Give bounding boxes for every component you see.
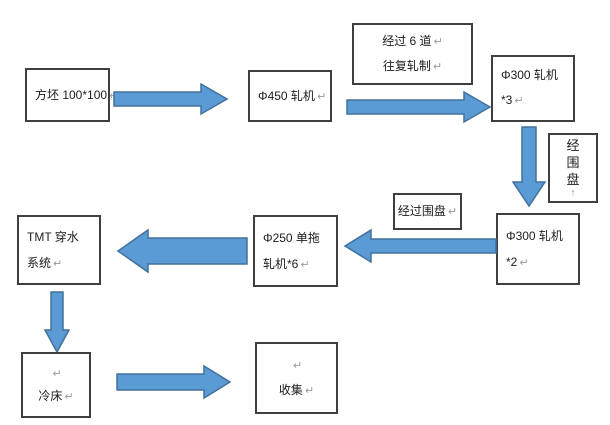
node-mill450-text: Φ450 轧机 xyxy=(258,88,315,103)
node-billet-label: 方坯 100*100↵ xyxy=(35,83,118,108)
note-via-coil-text: 经过围盘 xyxy=(397,204,446,218)
arrow-shape xyxy=(116,364,232,400)
node-mill250[interactable]: Φ250 单拖 轧机*6↵ xyxy=(253,215,338,287)
node-cooling-bed-text: 冷床 xyxy=(38,389,63,403)
node-collect-text: 收集 xyxy=(278,383,303,397)
paragraph-mark: ↵ xyxy=(52,368,62,380)
node-tmt-text2: 系统 xyxy=(27,255,52,270)
node-mill300x3[interactable]: Φ300 轧机 *3↵ xyxy=(491,55,575,122)
note-via-coil-vertical[interactable]: 经围盘 ↑ xyxy=(548,133,598,203)
node-mill300x3-line2: *3↵ xyxy=(501,88,524,114)
arrow-mill300x3-to-mill300x2[interactable] xyxy=(511,126,547,208)
arrow-shape xyxy=(116,228,248,274)
node-mill250-line2: 轧机*6↵ xyxy=(263,251,310,278)
paragraph-mark: ↵ xyxy=(304,385,315,397)
node-mill450[interactable]: Φ450 轧机↵ xyxy=(248,70,332,122)
note-passes[interactable]: 经过 6 道↵ 往复轧制↵ xyxy=(352,23,473,85)
node-cooling-bed-label: 冷床↵ xyxy=(38,385,73,408)
arrow-shape xyxy=(346,90,492,124)
node-mill250-text1: Φ250 单拖 xyxy=(263,230,320,245)
node-cooling-bed[interactable]: ↵ 冷床↵ xyxy=(21,352,91,418)
node-collect-empty-line: ↵ xyxy=(291,353,302,378)
note-via-coil-vertical-text: 经围盘 xyxy=(566,138,580,187)
paragraph-mark: ↵ xyxy=(447,206,458,218)
node-mill300x2-text1: Φ300 轧机 xyxy=(506,228,563,243)
node-billet-text: 方坯 100*100 xyxy=(35,87,108,102)
node-mill450-label: Φ450 轧机↵ xyxy=(258,84,326,109)
paragraph-mark: ↵ xyxy=(316,90,327,103)
paragraph-mark: ↵ xyxy=(433,36,443,48)
arrow-mill300x2-to-mill250[interactable] xyxy=(343,228,497,264)
paragraph-mark: ↵ xyxy=(432,61,443,73)
paragraph-mark: ↵ xyxy=(514,95,524,107)
arrow-tmt-to-cooling-bed[interactable] xyxy=(43,291,71,354)
node-billet[interactable]: 方坯 100*100↵ xyxy=(25,68,118,122)
node-mill250-line1: Φ250 单拖 xyxy=(263,225,320,251)
paragraph-mark: ↵ xyxy=(64,391,74,403)
node-mill300x3-text1: Φ300 轧机 xyxy=(501,68,558,82)
node-mill300x3-line1: Φ300 轧机 xyxy=(501,63,558,88)
node-mill300x2-line2: *2↵ xyxy=(506,249,529,276)
node-mill250-text2: 轧机*6 xyxy=(263,256,299,271)
paragraph-mark: ↵ xyxy=(300,258,310,271)
paragraph-mark: ↵ xyxy=(519,256,529,269)
note-passes-line2: 往复轧制↵ xyxy=(383,54,442,79)
paragraph-mark: ↵ xyxy=(292,360,303,372)
arrow-billet-to-mill450[interactable] xyxy=(113,82,229,116)
node-mill300x2-line1: Φ300 轧机 xyxy=(506,223,563,249)
arrow-shape xyxy=(343,228,497,264)
node-tmt-line2: 系统↵ xyxy=(27,250,62,277)
arrow-mill250-to-tmt[interactable] xyxy=(116,228,248,274)
arrow-shape xyxy=(43,291,71,354)
node-mill300x3-text2: *3 xyxy=(501,93,513,107)
node-cooling-bed-empty-line: ↵ xyxy=(50,362,61,385)
node-mill300x2[interactable]: Φ300 轧机 *2↵ xyxy=(496,213,580,285)
node-tmt-text1: TMT 穿水 xyxy=(27,229,79,244)
note-passes-text2: 往复轧制 xyxy=(382,59,431,73)
arrow-shape xyxy=(113,82,229,116)
arrow-mill450-to-mill300x3[interactable] xyxy=(346,90,492,124)
node-tmt[interactable]: TMT 穿水 系统↵ xyxy=(17,215,101,285)
node-tmt-line1: TMT 穿水 xyxy=(27,224,79,250)
note-passes-line1: 经过 6 道↵ xyxy=(382,29,443,54)
node-collect[interactable]: ↵ 收集↵ xyxy=(255,342,338,414)
note-passes-text1: 经过 6 道 xyxy=(382,34,432,48)
arrow-shape xyxy=(511,126,547,208)
node-collect-label: 收集↵ xyxy=(279,378,314,403)
node-mill300x2-text2: *2 xyxy=(506,254,518,269)
paragraph-mark: ↵ xyxy=(53,257,63,270)
note-via-coil[interactable]: 经过围盘↵ xyxy=(393,193,462,230)
arrow-cooling-bed-to-collect[interactable] xyxy=(116,364,232,400)
note-via-coil-label: 经过围盘↵ xyxy=(398,199,457,224)
paragraph-mark-vertical: ↑ xyxy=(570,187,576,199)
